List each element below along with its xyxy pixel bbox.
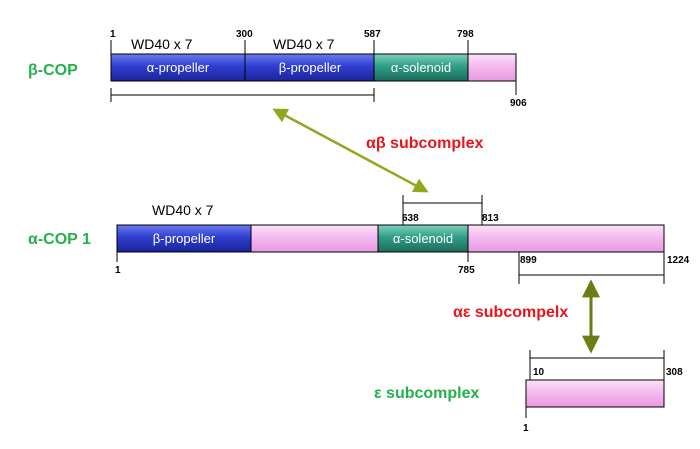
alpha-cop-pos-638: 638: [402, 213, 419, 224]
alpha-cop-alpha-solenoid-domain: [377, 224, 469, 253]
beta-cop-alpha-solenoid-domain: [373, 53, 469, 82]
alpha-cop-beta-binding-bracket: [402, 195, 483, 225]
epsilon-bar: [525, 379, 665, 408]
epsilon-pos-308: 308: [666, 367, 683, 378]
alpha-cop-bar: [116, 224, 665, 253]
alpha-cop-epsilon-binding-bracket: [518, 252, 665, 284]
alpha-cop-pos-785: 785: [458, 265, 475, 276]
epsilon-pos-10: 10: [533, 367, 545, 378]
beta-cop-interaction-bracket: [110, 88, 375, 102]
ae-subcomplex-label: αε subcompelx: [453, 304, 568, 321]
alpha-cop-pos-1: 1: [115, 265, 121, 276]
alpha-cop-beta-propeller-domain: [116, 224, 252, 253]
alpha-cop-label: α-COP 1: [28, 231, 91, 248]
beta-cop-repeat-label-1: WD40 x 7: [131, 36, 193, 52]
beta-cop-label: β-COP: [28, 62, 78, 79]
beta-cop-pos-798: 798: [457, 29, 474, 40]
beta-cop-domain-label-2: β-propeller: [279, 60, 342, 75]
beta-cop-pos-1: 1: [110, 29, 116, 40]
beta-cop-beta-propeller-domain: [244, 53, 375, 82]
epsilon-pos-1: 1: [523, 423, 529, 434]
ab-subcomplex-label: αβ subcomplex: [366, 135, 484, 152]
alpha-cop-domain-label-1: β-propeller: [153, 231, 216, 246]
beta-cop-pos-587: 587: [364, 29, 381, 40]
epsilon-subcomplex-label: ε subcomplex: [374, 385, 480, 402]
beta-cop-repeat-label-2: WD40 x 7: [273, 36, 335, 52]
beta-cop-pos-300: 300: [236, 29, 253, 40]
alpha-cop-pos-813: 813: [482, 213, 499, 224]
beta-cop-bar: [110, 53, 517, 82]
beta-cop-tail-region: [467, 53, 517, 82]
beta-cop-domain-label-1: α-propeller: [147, 60, 210, 75]
alpha-cop-linker-region: [250, 224, 379, 253]
alpha-cop-domain-label-2: α-solenoid: [393, 231, 453, 246]
beta-cop-domain-label-3: α-solenoid: [391, 60, 451, 75]
epsilon-binding-bracket: [529, 350, 665, 380]
beta-cop-pos-906: 906: [510, 98, 527, 109]
ab-subcomplex-arrow: [272, 108, 429, 193]
alpha-cop-repeat-label: WD40 x 7: [152, 202, 214, 218]
beta-cop-alpha-propeller-domain: [110, 53, 246, 82]
alpha-cop-pos-1224: 1224: [667, 255, 690, 266]
alpha-cop-c-terminal-region: [467, 224, 665, 253]
alpha-cop-pos-899: 899: [520, 255, 537, 266]
